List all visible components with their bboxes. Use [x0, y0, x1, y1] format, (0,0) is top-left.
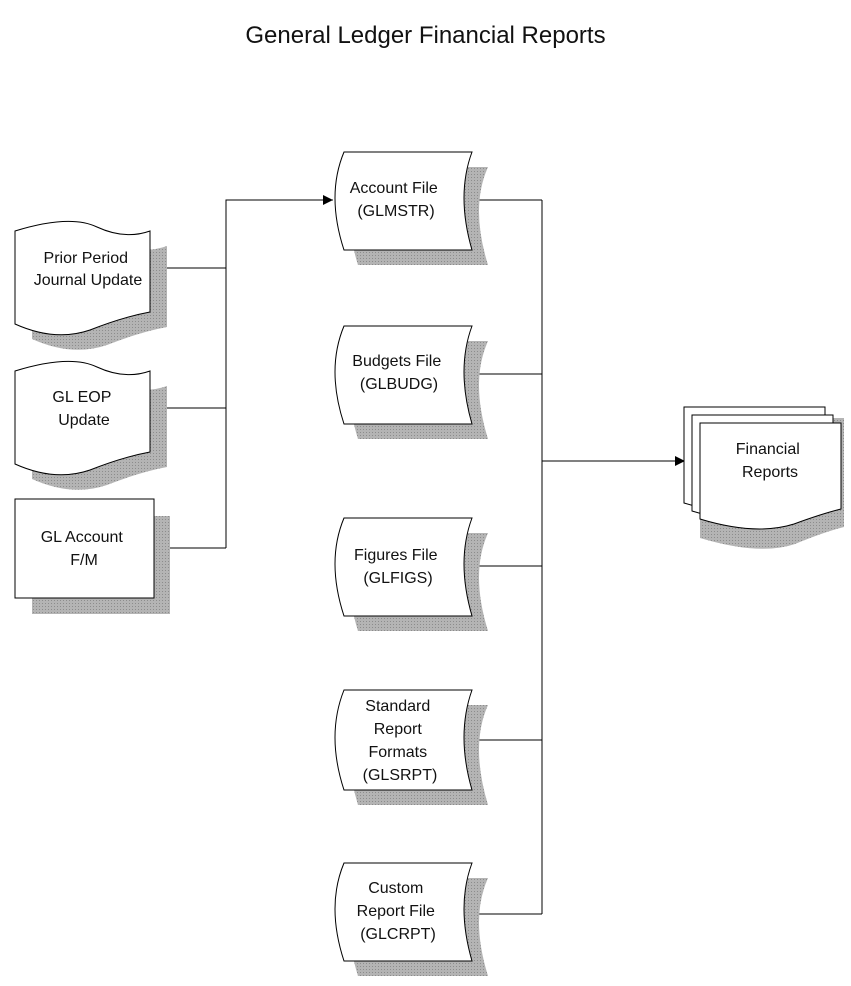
- node-label-line: (GLSRPT): [363, 767, 438, 784]
- diagram-title: General Ledger Financial Reports: [245, 22, 606, 49]
- node-figures-file: Figures File (GLFIGS): [334, 517, 488, 631]
- node-label-line: Report File: [357, 903, 435, 920]
- stored-data-shape: [334, 151, 473, 251]
- edge-merge-into-account-file: [225, 195, 333, 548]
- svg-text:Standard Report Fo: Standard Report Formats (GLSRPT): [363, 698, 438, 784]
- node-label-line: F/M: [70, 552, 98, 569]
- stored-data-shape: [334, 689, 473, 791]
- node-label-line: Prior Period: [44, 250, 128, 267]
- svg-text:Figures File (GLFIGS): Figures File (GLFIGS): [354, 547, 442, 587]
- node-financial-reports: Financial Reports: [683, 406, 844, 549]
- node-label-line: (GLCRPT): [360, 926, 436, 943]
- node-label-line: Account File: [350, 180, 438, 197]
- node-label-line: Reports: [742, 464, 798, 481]
- document-shape: [14, 220, 151, 336]
- document-sheet-front: [699, 422, 842, 530]
- svg-text:Prior Period Journal Upd: Prior Period Journal Update: [34, 250, 143, 289]
- node-label-line: (GLMSTR): [357, 203, 434, 220]
- stored-data-shape: [334, 325, 473, 425]
- node-gl-account-fm: GL Account F/M: [14, 498, 170, 614]
- node-label-line: GL Account: [41, 529, 124, 546]
- node-label-line: Standard: [365, 698, 430, 715]
- node-gl-eop-update: GL EOP Update: [14, 360, 167, 490]
- node-label-line: Report: [374, 721, 423, 738]
- svg-text:GL EOP Update: GL EOP Update: [52, 389, 115, 429]
- stored-data-shape: [334, 862, 473, 962]
- svg-text:Account File (GLMSTR): Account File (GLMSTR): [350, 180, 443, 220]
- node-label-line: Update: [58, 412, 110, 429]
- node-budgets-file: Budgets File (GLBUDG): [334, 325, 488, 439]
- node-label-line: Custom: [368, 880, 423, 897]
- svg-text:Custom Report File: Custom Report File (GLCRPT): [357, 880, 440, 943]
- node-standard-report-formats: Standard Report Formats (GLSRPT): [334, 689, 488, 805]
- node-label-line: Figures File: [354, 547, 438, 564]
- node-label-line: Budgets File: [352, 353, 441, 370]
- process-shape: [14, 498, 155, 599]
- svg-text:Financial Reports: Financial Reports: [736, 441, 804, 481]
- node-label-line: Journal Update: [34, 272, 143, 289]
- node-custom-report-file: Custom Report File (GLCRPT): [334, 862, 488, 976]
- node-label-line: GL EOP: [52, 389, 111, 406]
- stored-data-shape: [334, 517, 473, 617]
- node-account-file: Account File (GLMSTR): [334, 151, 488, 265]
- document-shape: [14, 360, 151, 476]
- svg-text:GL Account F/M: GL Account F/M: [41, 529, 128, 569]
- node-label-line: Formats: [368, 744, 427, 761]
- node-label-line: (GLBUDG): [360, 376, 438, 393]
- node-prior-period-journal-update: Prior Period Journal Update: [14, 220, 167, 350]
- node-label-line: Financial: [736, 441, 800, 458]
- node-label-line: (GLFIGS): [363, 570, 432, 587]
- svg-text:Budgets File (GLBUDG): Budgets File (GLBUDG): [352, 353, 445, 393]
